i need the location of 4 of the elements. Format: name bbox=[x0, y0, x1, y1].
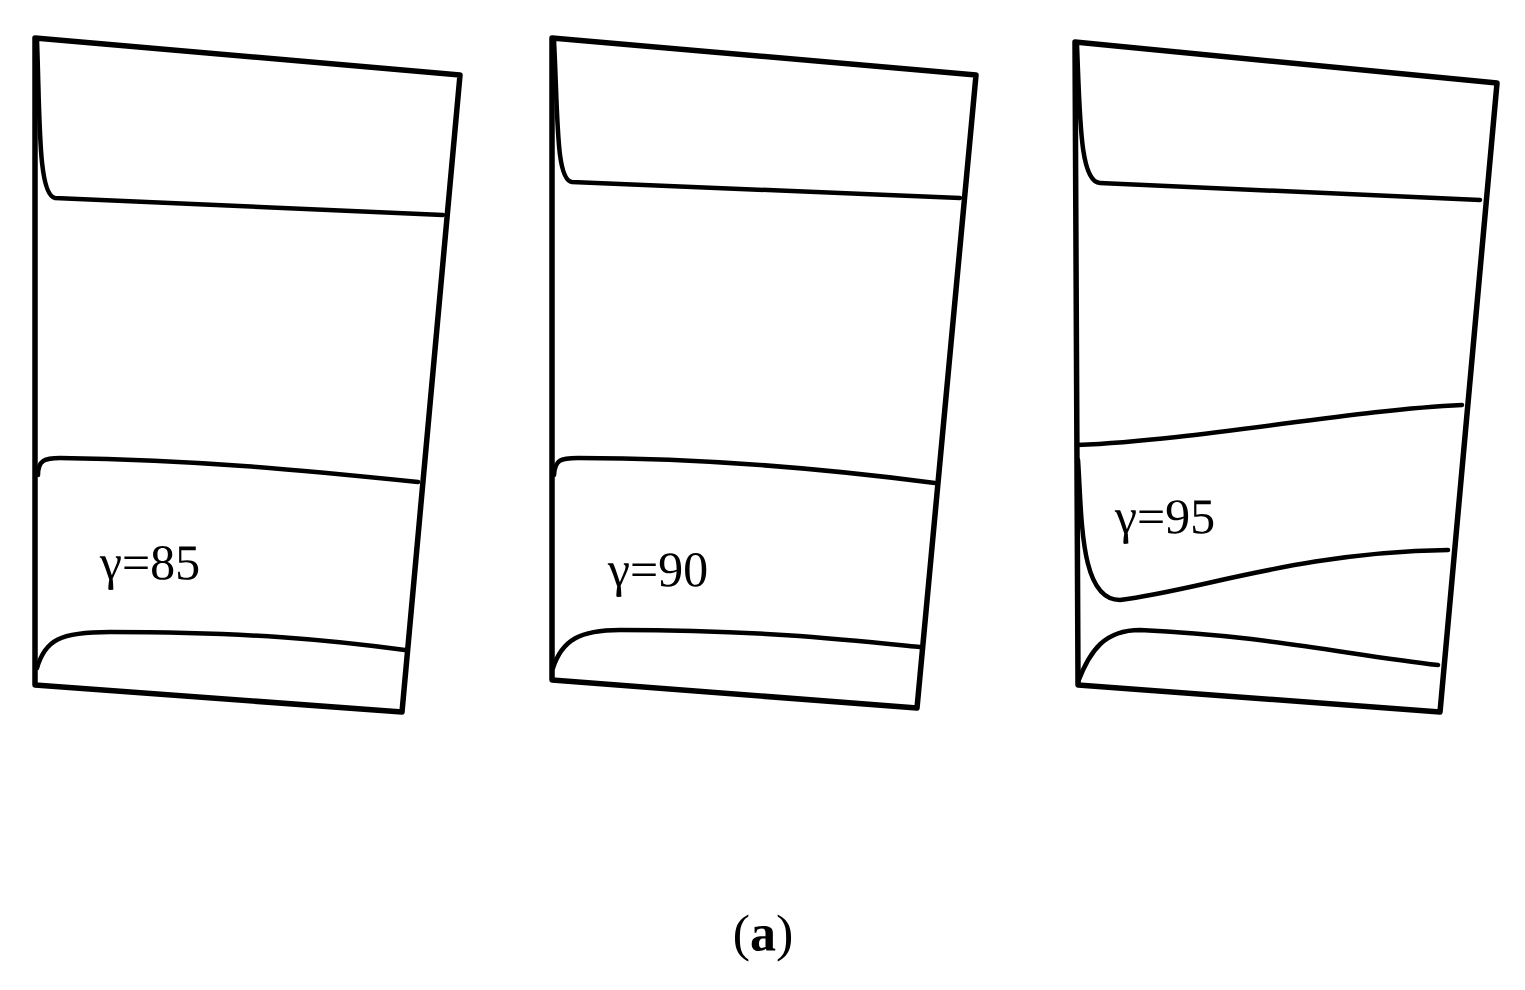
caption: (a) bbox=[735, 914, 792, 962]
gamma-label: γ=85 bbox=[99, 546, 199, 590]
gamma-label: γ=90 bbox=[607, 553, 707, 597]
gamma-label: γ=95 bbox=[1114, 500, 1214, 544]
